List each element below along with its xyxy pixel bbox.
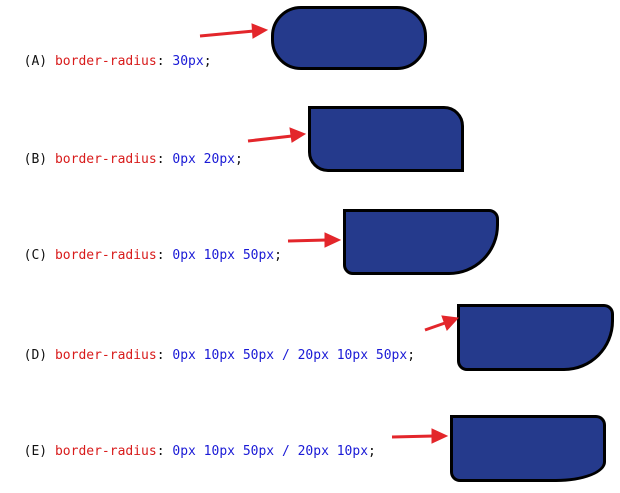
- example-a-prefix: (A): [23, 54, 55, 69]
- example-a-label: (A) border-radius: 30px;: [8, 38, 212, 70]
- example-b-value: 0px 20px: [172, 152, 235, 167]
- example-d-semicolon: ;: [407, 348, 416, 363]
- example-c-property: border-radius: [54, 248, 157, 263]
- arrow-a: [199, 23, 269, 39]
- example-a-property: border-radius: [54, 54, 157, 69]
- arrow-b: [247, 127, 307, 143]
- example-d-value: 0px 10px 50px / 20px 10px 50px: [172, 348, 408, 363]
- example-d-box: [457, 304, 614, 371]
- example-b-property: border-radius: [54, 152, 157, 167]
- example-d-label: (D) border-radius: 0px 10px 50px / 20px …: [8, 332, 415, 364]
- example-e-label: (E) border-radius: 0px 10px 50px / 20px …: [8, 428, 376, 460]
- example-e-prefix: (E): [23, 444, 55, 459]
- example-a-value: 30px: [172, 54, 204, 69]
- example-e-box: [450, 415, 606, 482]
- example-c-semicolon: ;: [274, 248, 282, 263]
- example-c-prefix: (C): [23, 248, 55, 263]
- example-d-property: border-radius: [54, 348, 157, 363]
- example-b-box: [308, 106, 464, 172]
- example-b-colon: :: [156, 152, 173, 167]
- example-b-prefix: (B): [23, 152, 55, 167]
- example-b-semicolon: ;: [235, 152, 243, 167]
- example-d-colon: :: [156, 348, 173, 363]
- example-e-colon: :: [156, 444, 173, 459]
- example-c-label: (C) border-radius: 0px 10px 50px;: [8, 232, 282, 264]
- example-a-semicolon: ;: [203, 54, 212, 69]
- example-e-semicolon: ;: [368, 444, 376, 459]
- example-a-colon: :: [156, 54, 173, 69]
- example-e-value: 0px 10px 50px / 20px 10px: [172, 444, 369, 459]
- arrow-e: [391, 428, 449, 444]
- arrow-c: [287, 232, 342, 248]
- example-b-label: (B) border-radius: 0px 20px;: [8, 136, 243, 168]
- example-d-prefix: (D): [23, 348, 55, 363]
- example-c-value: 0px 10px 50px: [172, 248, 275, 263]
- example-c-box: [343, 209, 499, 275]
- example-a-box: [271, 6, 427, 70]
- arrow-d: [424, 315, 460, 332]
- example-c-colon: :: [156, 248, 173, 263]
- example-e-property: border-radius: [54, 444, 157, 459]
